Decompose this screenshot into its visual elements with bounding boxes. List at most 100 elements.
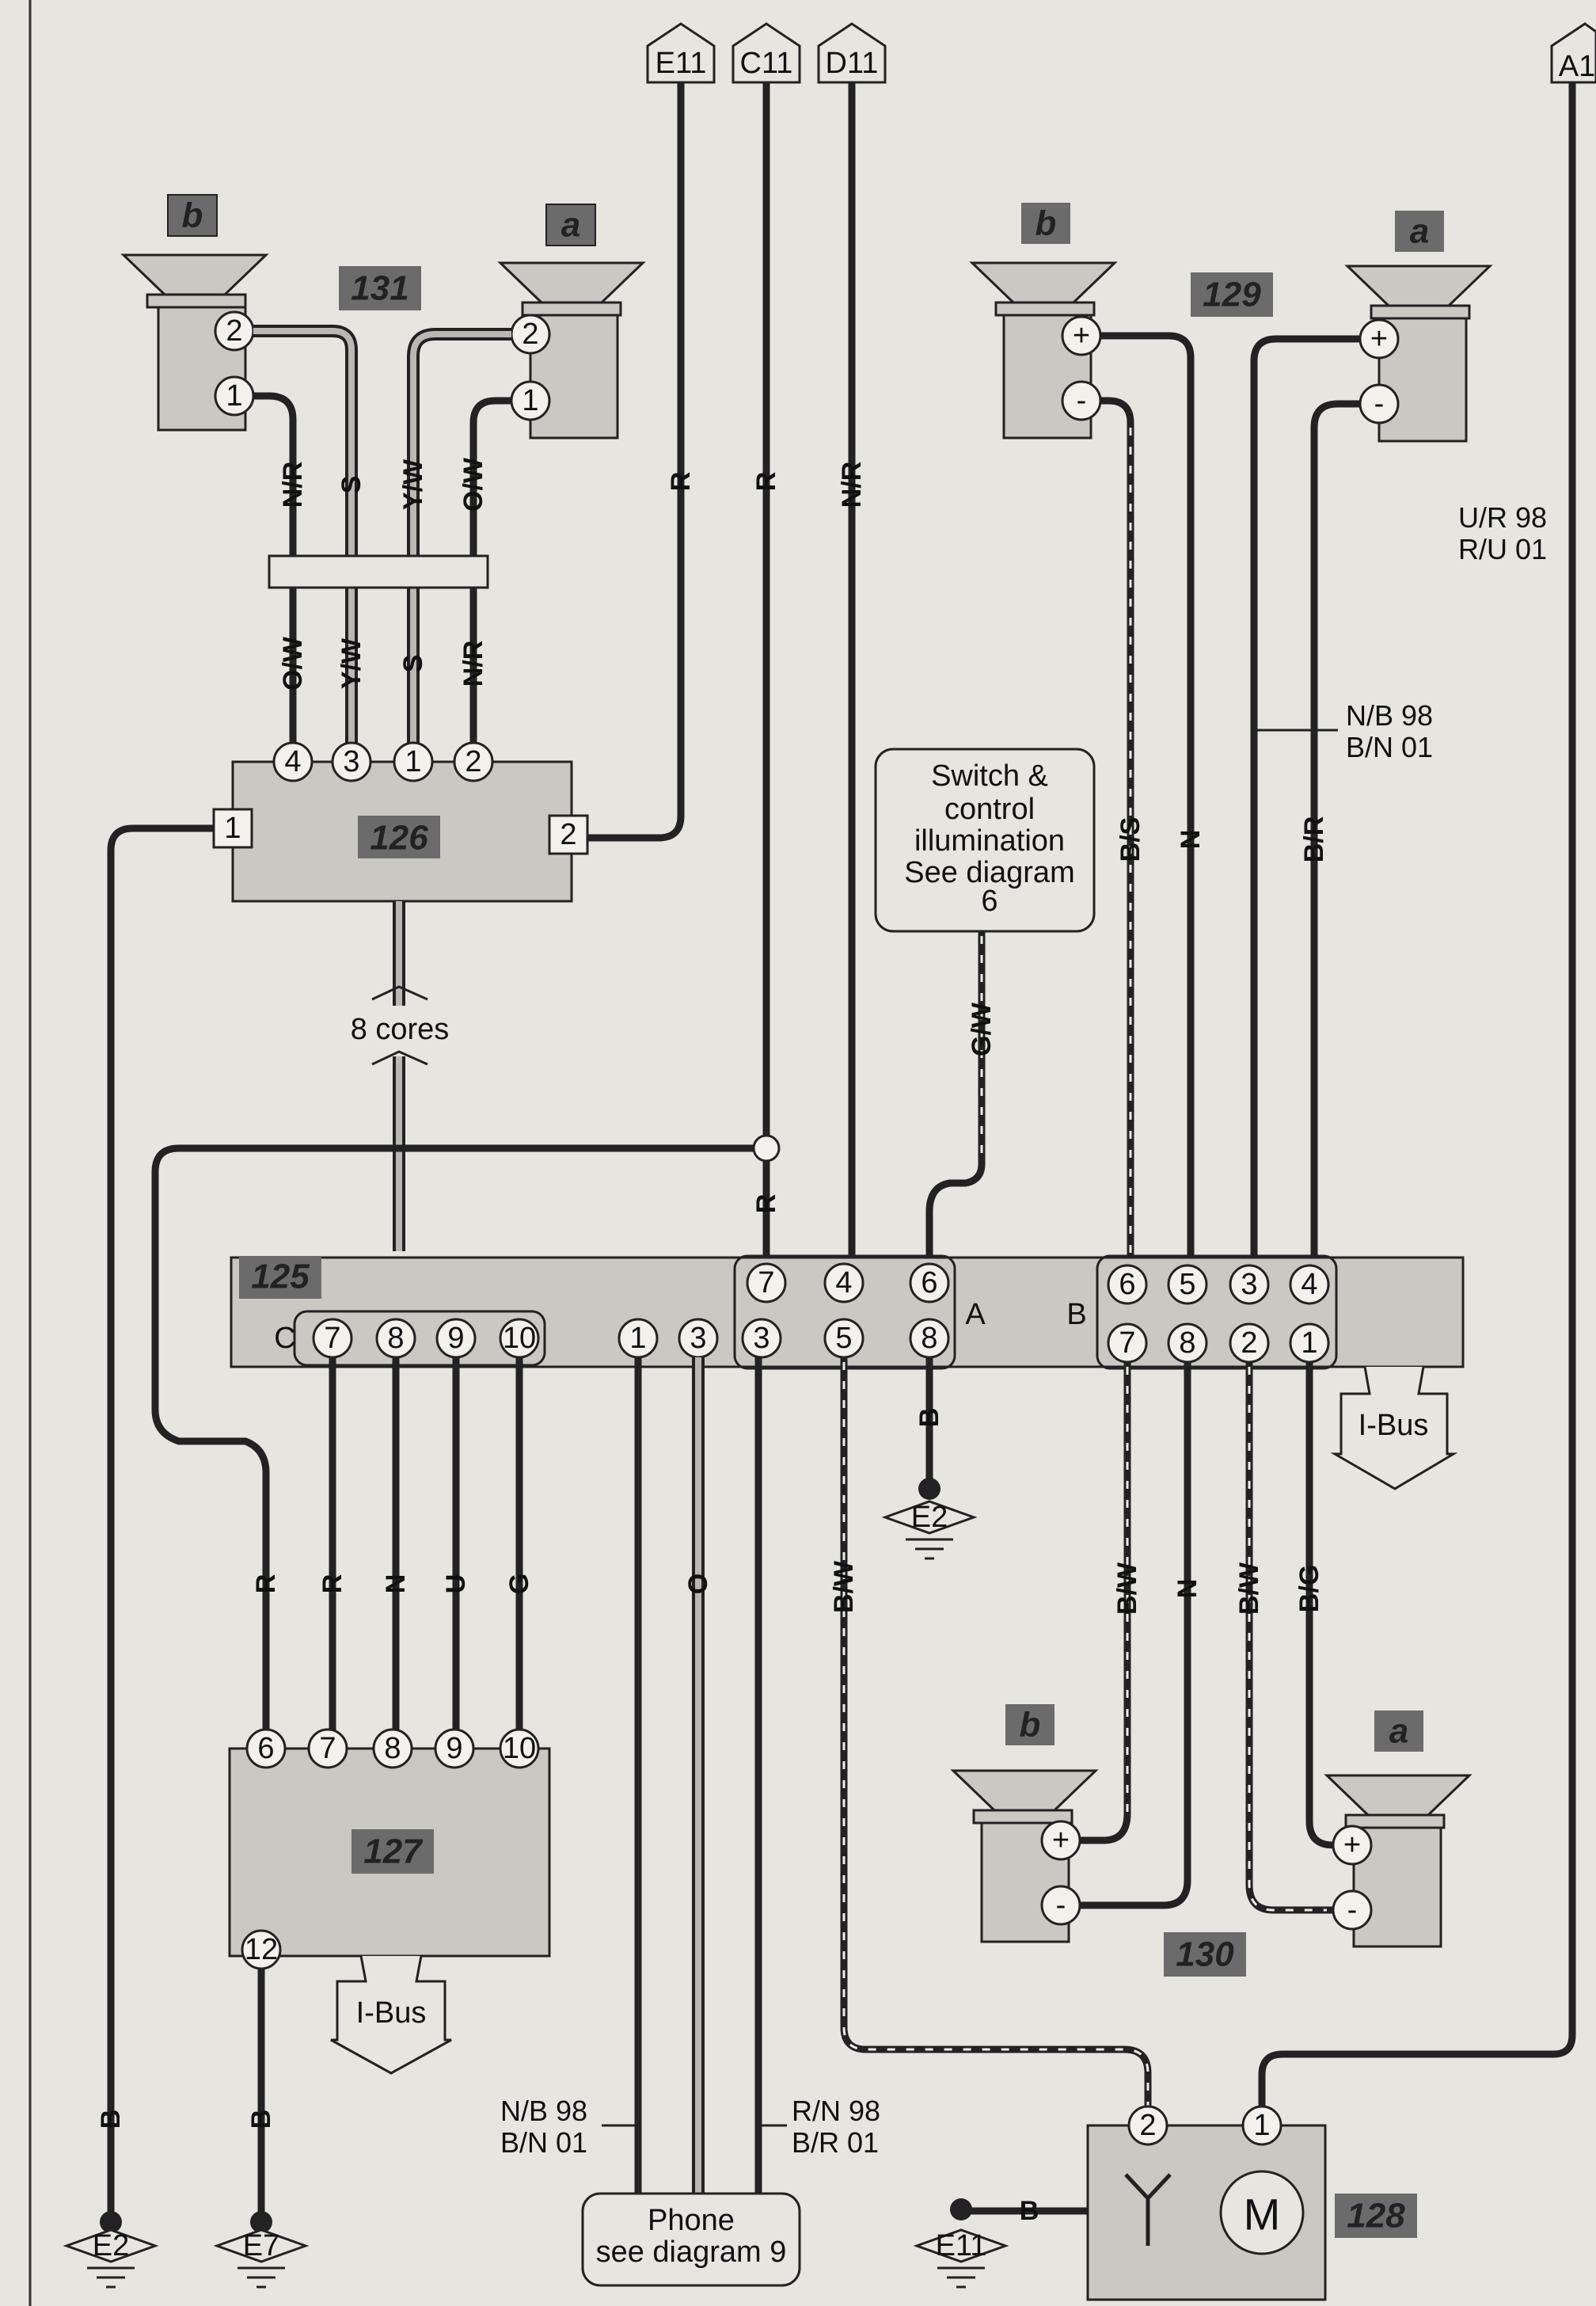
ground-e2-mid: E2 (881, 1478, 978, 1560)
label-131: 131 (339, 266, 421, 310)
wire-label-w12: B/S (1115, 817, 1146, 862)
svg-text:A1: A1 (1559, 50, 1595, 83)
note-8-cores: 8 cores (351, 1013, 450, 1046)
svg-text:3: 3 (690, 1322, 706, 1355)
speaker-129b: b + - (969, 203, 1118, 440)
svg-text:illumination: illumination (914, 824, 1065, 858)
svg-text:a: a (1410, 212, 1429, 251)
svg-text:128: 128 (1347, 2197, 1405, 2236)
ground-e11: E11 (913, 2198, 1009, 2289)
svg-text:4: 4 (835, 1266, 852, 1300)
wire-129a-neg (1310, 400, 1360, 1259)
ground-e7: E7 (213, 2211, 310, 2289)
svg-text:E2: E2 (93, 2229, 129, 2262)
speaker-130b: b + - (950, 1704, 1099, 1943)
svg-text:4: 4 (1301, 1268, 1317, 1301)
svg-text:8: 8 (384, 1732, 401, 1765)
svg-text:12: 12 (245, 1933, 278, 1966)
wire-label-w4: O/W (458, 457, 488, 512)
connector-d11: D11 (817, 22, 887, 84)
svg-text:8: 8 (387, 1322, 404, 1355)
ibus-arrow-127: I-Bus (330, 1955, 452, 2075)
connector-e11: E11 (646, 22, 716, 84)
wire-b2 (1245, 1362, 1333, 1914)
motor-icon (1219, 2170, 1305, 2255)
wire-label-w21: G (504, 1573, 534, 1594)
svg-text:+: + (1343, 1828, 1361, 1862)
wire-label-w25: B/W (1112, 1562, 1142, 1615)
wire-gw (925, 931, 986, 1259)
component-127: 127 6 7 8 9 10 12 (228, 1728, 551, 1970)
wire-label-w16: R (751, 1194, 781, 1214)
svg-text:+: + (1073, 319, 1090, 352)
svg-text:129: 129 (1203, 276, 1261, 314)
wire-126-e2 (107, 824, 214, 2225)
wire-label-w20: U (441, 1574, 471, 1594)
svg-text:2: 2 (465, 745, 481, 778)
speaker-130a: a + - (1324, 1710, 1472, 1948)
note-nb98-top: N/B 98 (1346, 699, 1433, 732)
note-bn01-bottom: B/N 01 (500, 2126, 587, 2159)
wire-a1-128 (1258, 82, 1576, 2124)
note-bn01-top: B/N 01 (1346, 731, 1433, 763)
wire-label-w2: S (336, 476, 367, 494)
svg-text:2: 2 (522, 318, 538, 351)
svg-text:See diagram: See diagram (904, 856, 1074, 889)
svg-text:6: 6 (921, 1266, 937, 1300)
connector-c11: C11 (732, 22, 801, 84)
svg-text:1: 1 (226, 379, 242, 413)
wire-label-w28: B/G (1294, 1565, 1324, 1612)
svg-text:9: 9 (447, 1322, 464, 1355)
svg-text:-: - (1056, 1889, 1066, 1922)
svg-text:127: 127 (363, 1832, 424, 1871)
component-126: 126 4 3 1 2 1 2 (212, 741, 589, 903)
svg-text:125: 125 (251, 1258, 310, 1296)
component-128: 2 1 M 128 (1086, 2105, 1417, 2301)
note-rn98: R/N 98 (792, 2095, 880, 2127)
svg-text:1: 1 (405, 745, 421, 778)
wire-b7 (1080, 1362, 1131, 1844)
svg-text:see diagram 9: see diagram 9 (596, 2236, 787, 2269)
phone-box: Phone see diagram 9 (581, 2192, 801, 2287)
switch-control-box: Switch & control illumination See diagra… (874, 748, 1096, 933)
svg-text:-: - (1347, 1893, 1358, 1927)
wire-label-w6: Y/W (336, 637, 367, 689)
wire-label-w13: N (1176, 830, 1206, 850)
svg-text:5: 5 (1179, 1268, 1195, 1301)
svg-text:131: 131 (351, 269, 408, 308)
wire-129a-pos (1250, 335, 1360, 1259)
wire-label-w23: B/W (829, 1560, 859, 1613)
svg-text:2: 2 (1241, 1326, 1257, 1360)
wire-label-w26: N (1172, 1579, 1203, 1599)
speaker-131b: b 2 1 (120, 194, 269, 432)
svg-text:2: 2 (226, 314, 242, 348)
wire-r-loop (151, 1144, 758, 1749)
svg-text:3: 3 (753, 1322, 770, 1355)
svg-text:1: 1 (224, 812, 241, 845)
svg-text:8: 8 (1179, 1326, 1195, 1360)
svg-text:A: A (965, 1298, 986, 1331)
svg-text:I-Bus: I-Bus (356, 1996, 427, 2030)
aerial-icon (1124, 2173, 1172, 2246)
svg-text:Switch &: Switch & (931, 759, 1048, 793)
svg-text:130: 130 (1176, 1935, 1234, 1974)
svg-text:7: 7 (319, 1732, 336, 1765)
svg-text:8: 8 (921, 1322, 937, 1355)
svg-text:1: 1 (1301, 1326, 1317, 1360)
svg-text:5: 5 (835, 1322, 852, 1355)
svg-text:1: 1 (1253, 2109, 1270, 2142)
connector-a1: A1 (1550, 22, 1596, 84)
svg-text:7: 7 (324, 1322, 340, 1355)
wire-label-w30: B (246, 2110, 276, 2129)
svg-text:b: b (182, 196, 203, 235)
svg-text:Phone: Phone (648, 2204, 735, 2237)
svg-text:2: 2 (560, 818, 576, 851)
component-125: 125 A B C 7 4 6 3 5 8 6 5 3 4 7 8 2 1 7 … (230, 1254, 1465, 1370)
svg-text:+: + (1370, 322, 1388, 356)
wire-label-w31: B (1020, 2196, 1039, 2226)
svg-text:10: 10 (503, 1322, 536, 1355)
svg-text:C: C (274, 1322, 295, 1355)
svg-text:7: 7 (1119, 1326, 1135, 1360)
wire-label-w9: R (666, 472, 696, 492)
